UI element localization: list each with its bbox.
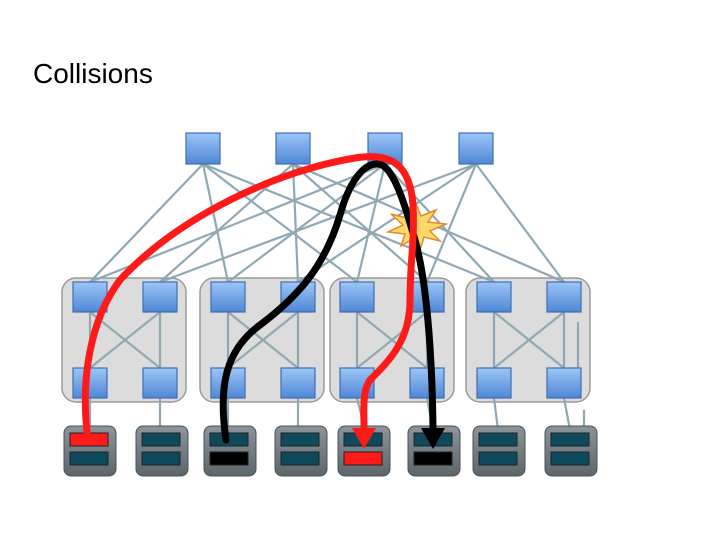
edge-switch [409,367,445,399]
red-flow-path [81,153,417,444]
aggregation-switch [339,281,375,313]
host-8 [544,425,598,477]
edge-switch [546,367,582,399]
aggregation-switch [546,281,582,313]
core-agg-link [89,162,495,284]
slide-title: Collisions [33,58,153,89]
hosts [63,425,598,477]
aggregation-switch [142,281,178,313]
host-2 [135,425,189,477]
edge-switch [142,367,178,399]
core-switch [275,132,311,165]
core-agg-link [159,162,565,284]
agg-edge-link [492,311,566,369]
aggregation-switches [72,281,582,313]
red-flow-arrowhead [352,428,376,449]
core-agg-link [159,162,565,284]
edge-host-link [88,397,572,431]
core-switch [458,132,494,165]
core-switch [185,132,221,165]
core-agg-link [89,162,495,284]
host-7 [472,425,526,477]
aggregation-switch [210,281,246,313]
aggregation-switch [476,281,512,313]
edge-switches [72,367,582,399]
host-3 [203,425,257,477]
agg-edge-link [226,311,300,369]
black-flow-path [219,160,437,444]
edge-switch [476,367,512,399]
host-4 [274,425,328,477]
links [88,162,586,436]
edge-switch [280,367,316,399]
black-flow-arrowhead [421,428,445,449]
